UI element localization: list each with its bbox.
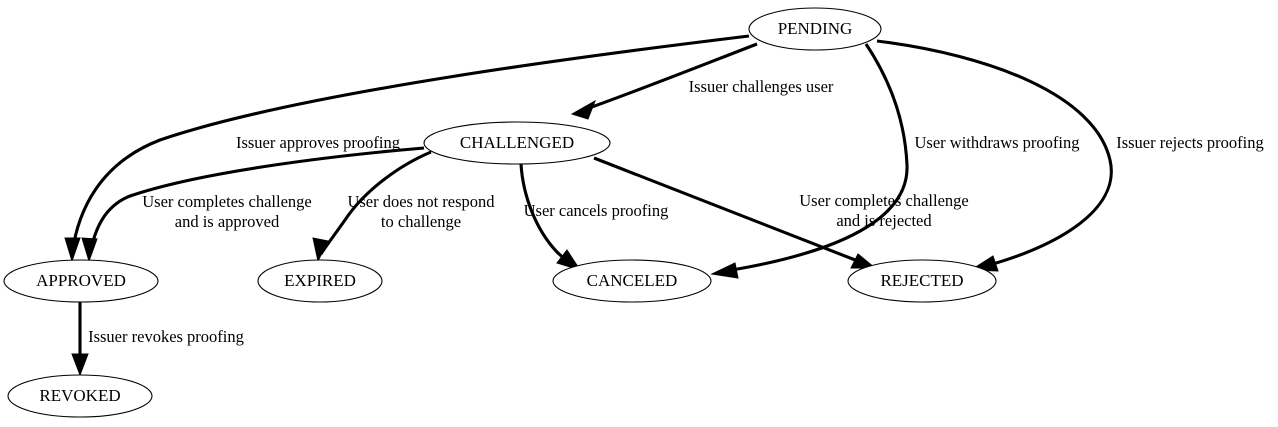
edge-approved-to-revoked[interactable] — [71, 302, 89, 377]
edge-challenged-to-expired[interactable] — [312, 150, 432, 263]
node-expired-shape[interactable] — [257, 259, 383, 303]
edge-label-pending-to-challenged: Issuer challenges user — [689, 77, 834, 96]
node-challenged[interactable]: CHALLENGED — [423, 121, 611, 165]
edge-challenged-to-rejected[interactable] — [593, 156, 877, 269]
edge-label-pending-to-rejected: Issuer rejects proofing — [1116, 133, 1264, 152]
node-rejected-shape[interactable] — [847, 259, 997, 303]
node-canceled-shape[interactable] — [552, 259, 712, 303]
edge-label-challenged-to-approved: User completes challenge and is approved — [142, 192, 312, 231]
edge-label-pending-to-canceled: User withdraws proofing — [915, 133, 1080, 152]
edge-label-line-2: and is approved — [175, 212, 280, 231]
node-rejected[interactable]: REJECTED — [847, 259, 997, 303]
edge-label-line-2: to challenge — [381, 212, 461, 231]
edge-label-approved-to-revoked: Issuer revokes proofing — [88, 327, 244, 346]
edge-challenged-to-canceled[interactable] — [519, 163, 582, 271]
node-approved[interactable]: APPROVED — [3, 259, 159, 303]
node-pending-shape[interactable] — [748, 7, 882, 51]
node-canceled[interactable]: CANCELED — [552, 259, 712, 303]
node-revoked-shape[interactable] — [7, 374, 153, 418]
node-challenged-shape[interactable] — [423, 121, 611, 165]
edge-pending-to-challenged[interactable] — [570, 42, 758, 120]
node-pending[interactable]: PENDING — [748, 7, 882, 51]
edge-challenged-to-approved[interactable] — [81, 146, 425, 263]
edge-pending-to-approved[interactable] — [64, 34, 750, 263]
node-approved-shape[interactable] — [3, 259, 159, 303]
edge-label-challenged-to-canceled: User cancels proofing — [524, 201, 669, 220]
edge-pending-to-canceled[interactable] — [710, 43, 909, 279]
node-expired[interactable]: EXPIRED — [257, 259, 383, 303]
node-revoked[interactable]: REVOKED — [7, 374, 153, 418]
edge-label-line-1: User completes challenge — [142, 192, 312, 211]
